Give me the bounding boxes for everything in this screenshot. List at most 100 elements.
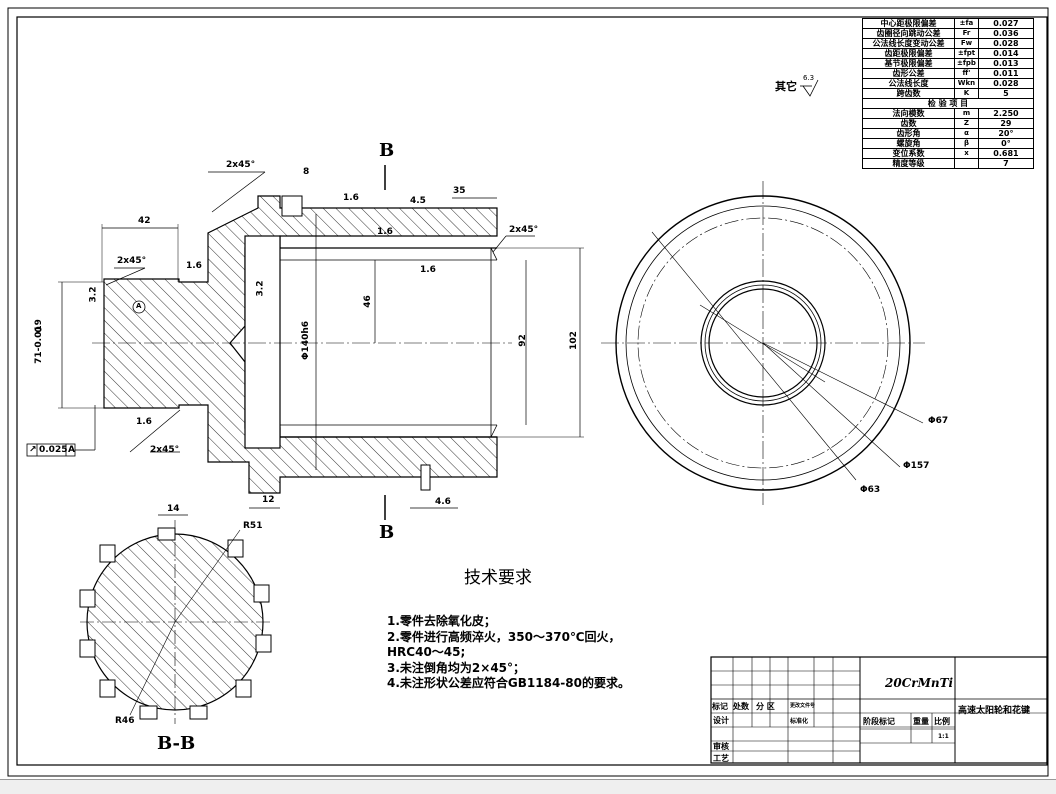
runout-symbol: ↗ bbox=[29, 445, 37, 455]
dim-phi67: Φ67 bbox=[928, 416, 949, 426]
param-name: 齿数 bbox=[862, 118, 955, 129]
param-sym: Fw bbox=[954, 38, 979, 49]
dim-4-6: 4.6 bbox=[435, 497, 451, 507]
dim-14: 14 bbox=[167, 504, 180, 514]
dim-r51: R51 bbox=[243, 521, 263, 531]
spline-section bbox=[79, 514, 272, 724]
requirement-item: 4.未注形状公差应符合GB1184-80的要求。 bbox=[387, 676, 630, 690]
roughness-other-label: 其它 bbox=[775, 80, 797, 93]
param-sym: x bbox=[954, 148, 979, 159]
param-name: 螺旋角 bbox=[862, 138, 955, 149]
section-label-bb: B-B bbox=[157, 733, 196, 754]
section-mark-top: B bbox=[379, 140, 395, 161]
process-label: 工艺 bbox=[713, 754, 729, 763]
roughness-5: 1.6 bbox=[136, 417, 152, 427]
requirements-list: 1.零件去除氧化皮； 2.零件进行高频淬火，350～370℃回火， HRC40～… bbox=[387, 614, 630, 692]
param-val: 2.250 bbox=[977, 108, 1034, 119]
review-label: 审核 bbox=[713, 742, 729, 751]
dim-92: 92 bbox=[517, 334, 528, 347]
param-val: 5 bbox=[977, 88, 1034, 99]
stage-mark-label: 阶段标记 bbox=[863, 717, 895, 726]
runout-datum: A bbox=[68, 445, 75, 455]
param-name: 齿距极限偏差 bbox=[862, 48, 955, 59]
requirements-title: 技术要求 bbox=[464, 568, 532, 588]
dim-phi157: Φ157 bbox=[903, 461, 930, 471]
param-sym: ±fa bbox=[954, 18, 979, 29]
roughness-6: 3.2 bbox=[88, 286, 99, 303]
bottom-bar bbox=[0, 779, 1056, 794]
param-sym: K bbox=[954, 88, 979, 99]
param-name: 中心距极限偏差 bbox=[862, 18, 955, 29]
mark-label: 标记 bbox=[712, 702, 728, 711]
count-label: 处数 bbox=[733, 702, 749, 711]
param-val: 0.028 bbox=[977, 78, 1034, 89]
param-sym: ±fpt bbox=[954, 48, 979, 59]
dim-42: 42 bbox=[138, 216, 151, 226]
param-name: 变位系数 bbox=[862, 148, 955, 159]
param-val: 0.013 bbox=[977, 58, 1034, 69]
dim-12: 12 bbox=[262, 495, 275, 505]
param-sym: Z bbox=[954, 118, 979, 129]
param-sym: ±fpb bbox=[954, 58, 979, 69]
section-view bbox=[26, 165, 584, 520]
dim-phi140: Φ140h6 bbox=[301, 320, 312, 361]
roughness-other-value: 6.3 bbox=[803, 74, 815, 82]
dim-46: 46 bbox=[362, 295, 373, 308]
param-name: 基节极限偏差 bbox=[862, 58, 955, 69]
requirement-item: 2.零件进行高频淬火，350～370℃回火， bbox=[387, 629, 621, 644]
param-sym bbox=[954, 158, 979, 169]
param-name: 齿形角 bbox=[862, 128, 955, 139]
roughness-2: 1.6 bbox=[377, 227, 393, 237]
section-mark-bottom: B bbox=[379, 522, 395, 543]
param-val: 0° bbox=[977, 138, 1034, 149]
param-sym: ff' bbox=[954, 68, 979, 79]
dim-35: 35 bbox=[453, 186, 466, 196]
param-sym: α bbox=[954, 128, 979, 139]
param-name: 精度等级 bbox=[862, 158, 955, 169]
param-val: 29 bbox=[977, 118, 1034, 129]
datum-label: A bbox=[136, 302, 142, 310]
param-name: 跨齿数 bbox=[862, 88, 955, 99]
standard-label: 标准化 bbox=[790, 718, 809, 725]
chamfer-top: 2x45° bbox=[226, 160, 256, 170]
requirement-item: HRC40～45; bbox=[387, 645, 466, 659]
title-block-grid bbox=[710, 656, 1048, 764]
dim-r46: R46 bbox=[115, 716, 135, 726]
scale-label: 比例 bbox=[934, 717, 950, 726]
param-sym: Fr bbox=[954, 28, 979, 39]
param-name: 法向模数 bbox=[862, 108, 955, 119]
part-name: 高速太阳轮和花键 bbox=[958, 706, 1031, 716]
chamfer-left: 2x45° bbox=[117, 256, 147, 266]
param-name: 齿圈径向跳动公差 bbox=[862, 28, 955, 39]
change-no-label: 更改文件号 bbox=[790, 703, 816, 709]
param-val: 0.014 bbox=[977, 48, 1034, 59]
param-val: 20° bbox=[977, 128, 1034, 139]
roughness-7: 3.2 bbox=[255, 280, 266, 297]
requirement-item: 1.零件去除氧化皮； bbox=[387, 614, 496, 628]
param-name: 公法线长度变动公差 bbox=[862, 38, 955, 49]
dim-phi63: Φ63 bbox=[860, 485, 881, 495]
scale-value: 1:1 bbox=[938, 733, 949, 740]
tolerance-lower: 71-0.019 bbox=[33, 319, 44, 364]
param-sym: m bbox=[954, 108, 979, 119]
dim-102: 102 bbox=[568, 331, 579, 350]
material-label: 20CrMnTi bbox=[885, 676, 954, 690]
gear-side-view bbox=[601, 181, 925, 505]
design-label: 设计 bbox=[713, 716, 729, 725]
param-name: 齿形公差 bbox=[862, 68, 955, 79]
weight-label: 重量 bbox=[913, 717, 929, 726]
